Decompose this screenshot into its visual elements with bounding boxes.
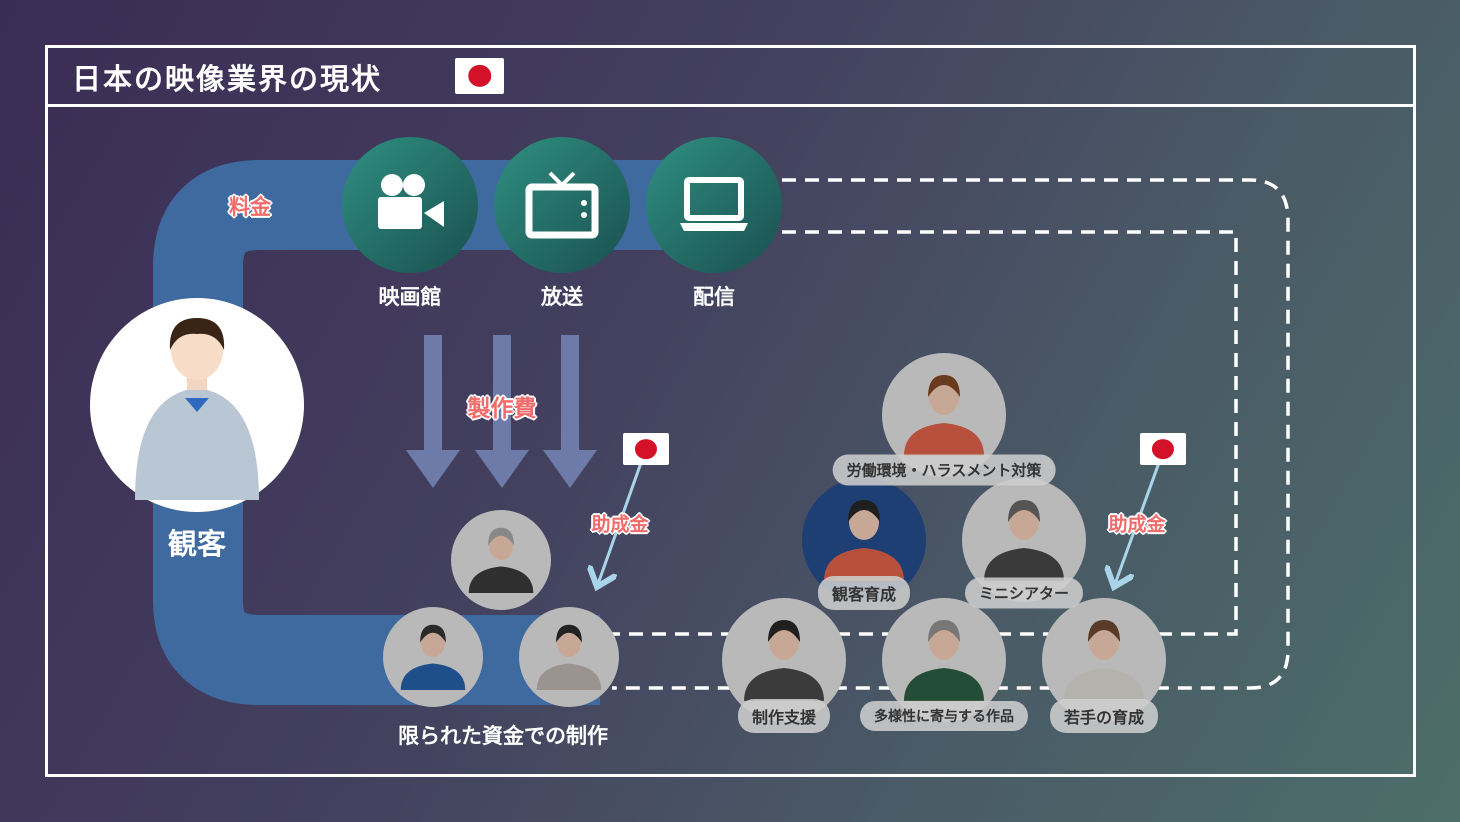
media-label-broadcast: 放送	[541, 285, 583, 309]
japan-flag-icon	[455, 58, 504, 94]
support-item-production: 制作支援	[737, 699, 831, 733]
down-arrow	[543, 335, 597, 488]
person-avatar	[1042, 598, 1166, 722]
down-arrow	[406, 335, 460, 488]
audience-label: 観客	[167, 527, 227, 561]
audience-avatar	[90, 298, 304, 512]
media-label-streaming: 配信	[693, 285, 735, 309]
dashed-line-inner	[612, 230, 1238, 636]
support-item-minitheater: ミニシアター	[964, 577, 1084, 609]
person-avatar	[519, 607, 619, 707]
person-avatar	[962, 478, 1086, 602]
production-cost-arrows	[406, 335, 597, 488]
support-item-labor: 労働環境・ハラスメント対策	[832, 454, 1056, 486]
person-avatar	[882, 598, 1006, 722]
subsidy-arrow-left	[598, 459, 644, 584]
down-arrow	[475, 335, 529, 488]
person-avatar	[722, 598, 846, 722]
person-avatar	[882, 353, 1006, 477]
person-avatar	[383, 607, 483, 707]
diagram-frame	[45, 45, 1416, 777]
support-item-audience: 観客育成	[817, 576, 911, 610]
subsidy-arrow-right	[1115, 459, 1162, 584]
japan-flag-icon	[1140, 433, 1186, 465]
laptop-icon	[646, 137, 782, 273]
japan-flag-icon	[623, 433, 669, 465]
limited-funds-label: 限られた資金での制作	[398, 724, 608, 748]
subsidy-label-right: 助成金	[1108, 513, 1166, 536]
dashed-line-outer	[612, 178, 1290, 690]
tv-icon	[494, 137, 630, 273]
subsidy-label-left: 助成金	[591, 513, 649, 536]
title-bar	[45, 45, 1416, 107]
production-cost-label: 製作費	[467, 396, 537, 422]
fee-label: 料金	[229, 195, 271, 219]
page-title: 日本の映像業界の現状	[72, 62, 383, 96]
support-item-young: 若手の育成	[1049, 699, 1159, 733]
media-label-cinema: 映画館	[378, 285, 442, 309]
person-avatar	[802, 478, 926, 602]
movie-camera-icon	[342, 137, 478, 273]
support-item-diversity: 多様性に寄与する作品	[860, 701, 1028, 731]
person-avatar	[451, 510, 551, 610]
